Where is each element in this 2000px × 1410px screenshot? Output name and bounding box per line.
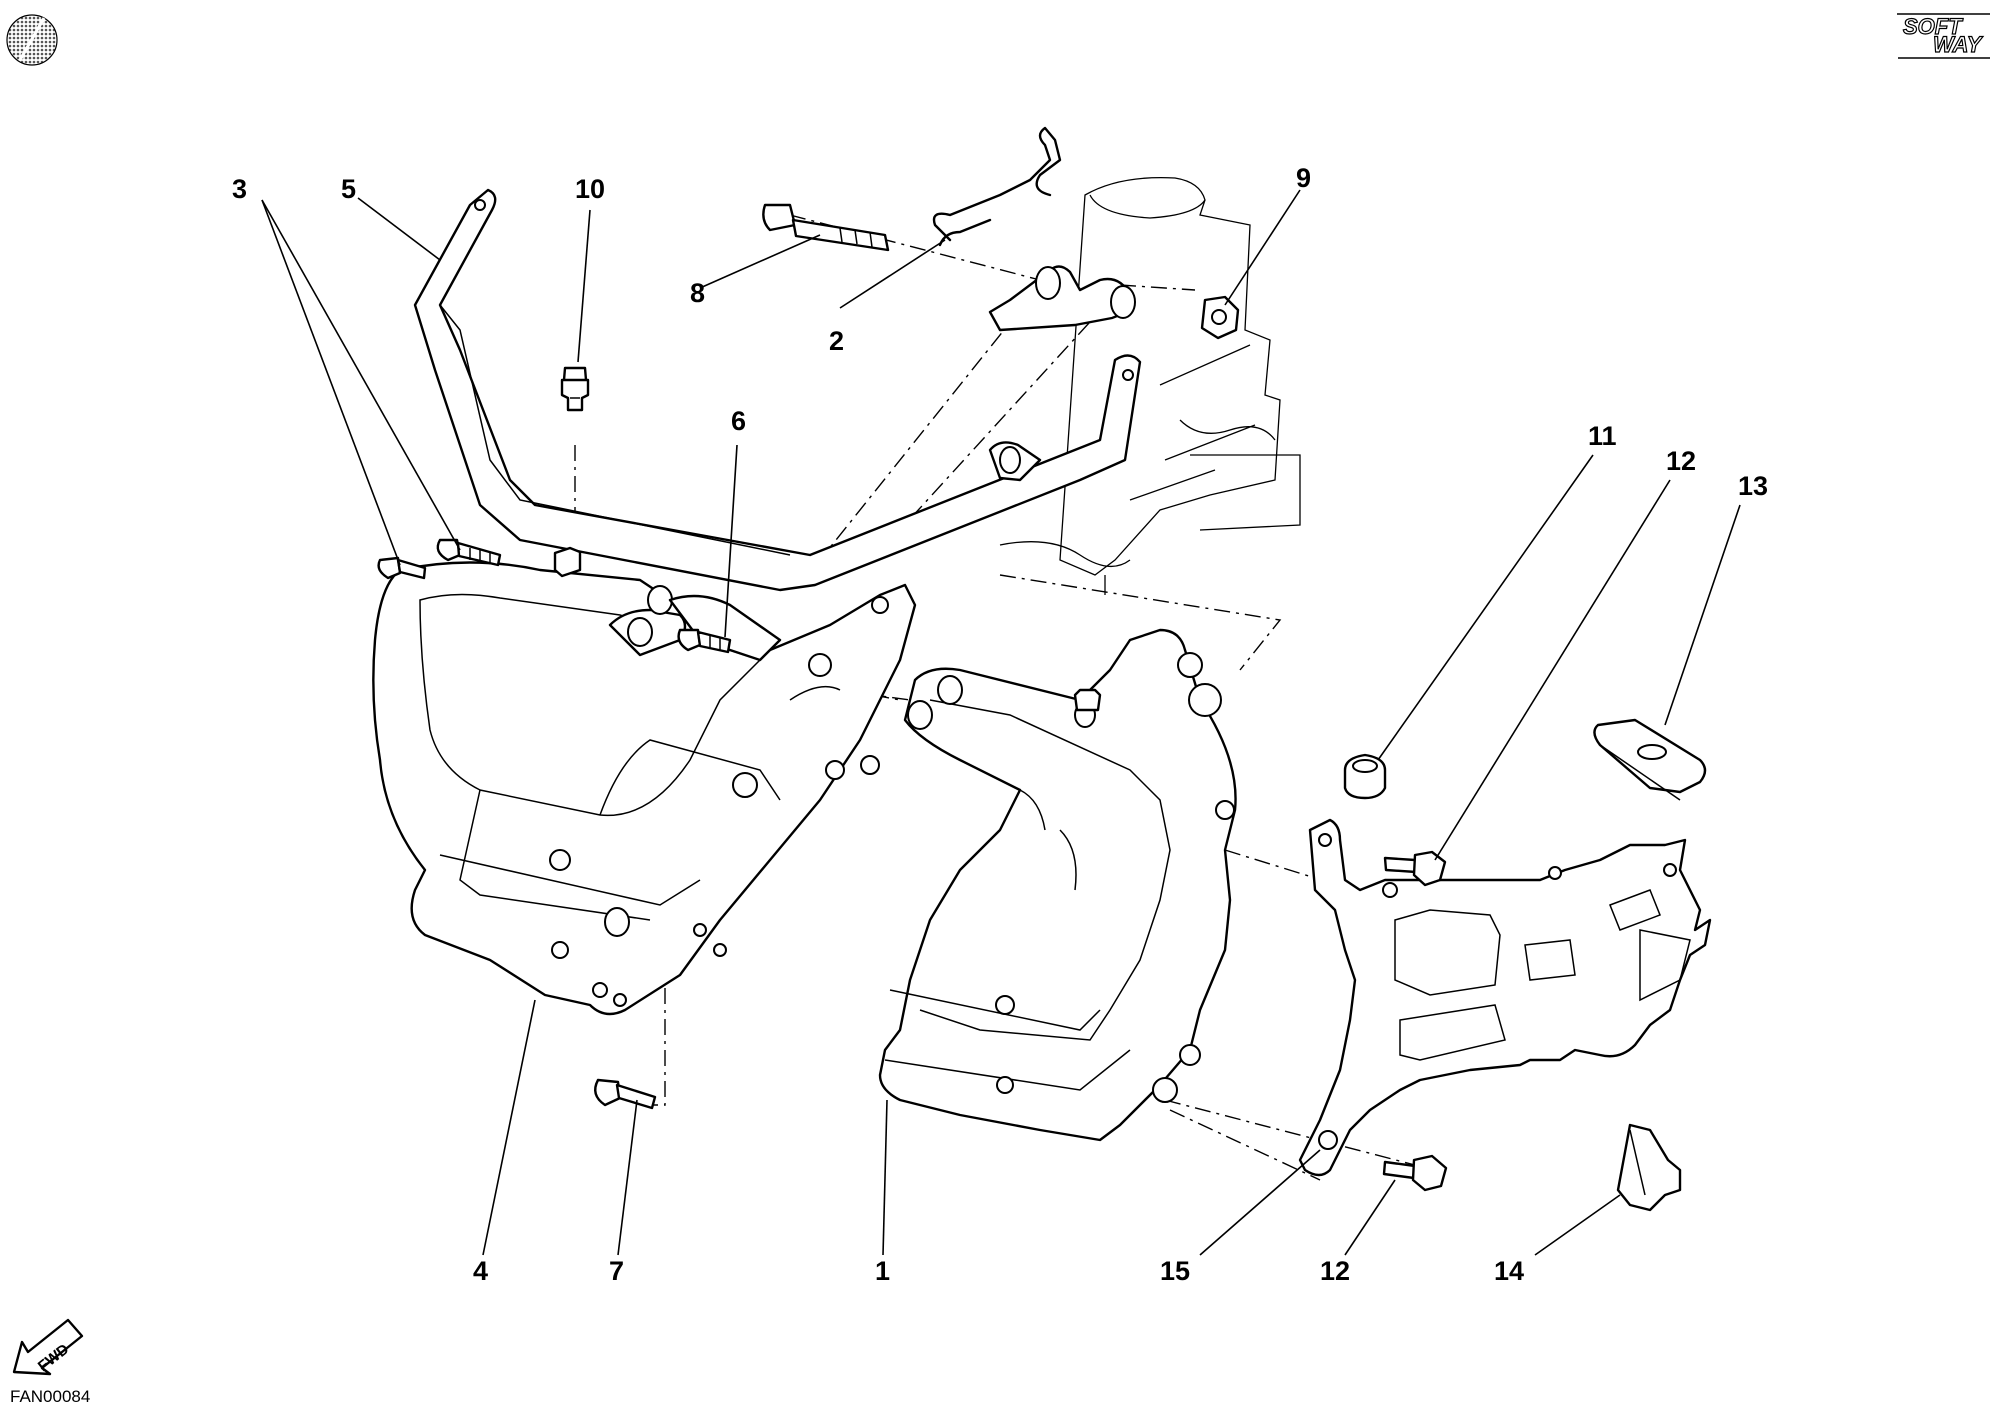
callout-5: 5 <box>341 174 356 204</box>
callout-leader-lines <box>261 189 1741 1256</box>
callout-2: 2 <box>829 326 844 356</box>
callout-14: 14 <box>1494 1256 1524 1286</box>
callout-11: 11 <box>1588 421 1617 451</box>
part-12-lower-bolt <box>1382 1154 1448 1192</box>
part-12-upper-bolt <box>1383 850 1447 887</box>
part-2-spring-clip <box>932 126 1062 247</box>
forward-direction-arrow-icon: FWD <box>12 1318 84 1376</box>
callout-7: 7 <box>609 1256 624 1286</box>
part-10-stud <box>560 366 590 412</box>
callout-6: 6 <box>731 406 746 436</box>
part-1-right-air-duct <box>878 628 1237 1142</box>
part-5-grab-bar <box>413 188 1142 592</box>
part-3-bolts <box>377 538 502 580</box>
callout-15: 15 <box>1160 1256 1190 1286</box>
part-8-long-bolt <box>762 203 890 252</box>
part-6-bolt <box>677 628 732 654</box>
callout-3: 3 <box>232 174 247 204</box>
callout-12-upper: 12 <box>1666 446 1696 476</box>
part-4-left-air-duct <box>372 561 917 1016</box>
catalog-badge-icon <box>6 14 58 66</box>
callout-8: 8 <box>690 278 705 308</box>
part-13-rubber-pad <box>1593 718 1707 801</box>
part-6-spacer <box>553 546 582 578</box>
softway-logo: SOFT WAY <box>1897 13 1990 59</box>
part-14-clip <box>1616 1123 1682 1212</box>
part-9-nut <box>1200 295 1240 340</box>
callout-4: 4 <box>473 1256 488 1286</box>
callout-1: 1 <box>875 1256 890 1286</box>
part-15-mounting-bracket <box>1298 818 1712 1177</box>
callout-12-lower: 12 <box>1320 1256 1350 1286</box>
part-7-bolt <box>594 1078 657 1110</box>
frame-ghost-outline <box>999 176 1301 595</box>
svg-text:SOFT: SOFT <box>1903 14 1963 39</box>
upper-bracket-assembly <box>988 265 1136 482</box>
part-11-grommet <box>1343 753 1387 800</box>
callout-13: 13 <box>1738 471 1768 501</box>
callout-labels: 3 5 10 8 2 9 6 11 12 13 4 7 1 15 12 14 <box>232 163 1768 1286</box>
svg-text:WAY: WAY <box>1933 32 1984 57</box>
drawing-reference-code: FAN00084 <box>10 1387 90 1406</box>
callout-9: 9 <box>1296 163 1311 193</box>
callout-10: 10 <box>575 174 605 204</box>
